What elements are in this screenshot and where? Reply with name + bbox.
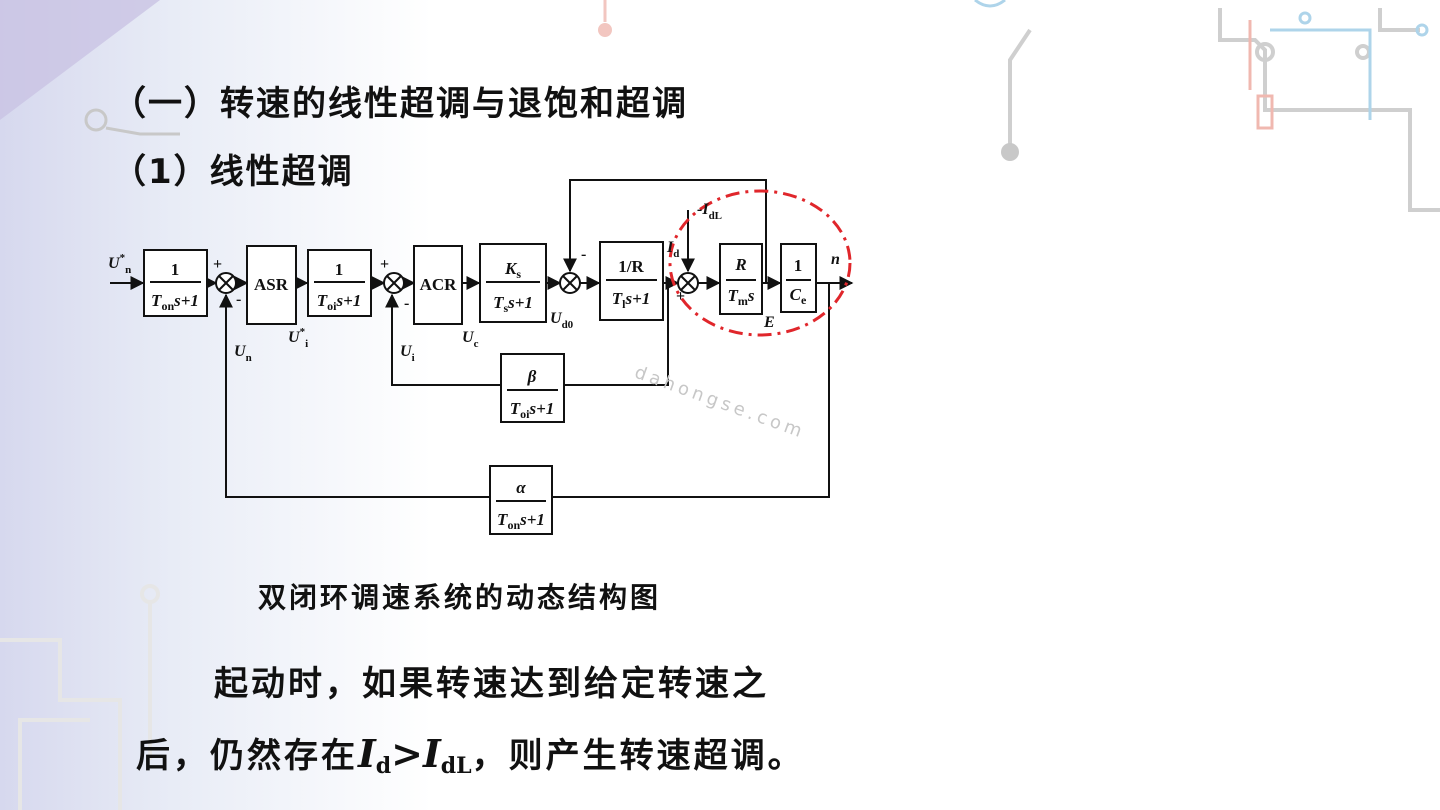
label-idl: -IdL [697,201,722,222]
svg-text:1: 1 [335,260,344,279]
label-un: Un [234,343,252,364]
block-asr: ASR [254,275,289,294]
block-mechanical: R Tms [727,255,754,308]
label-ui-star: U*i [288,326,308,350]
svg-text:1/R: 1/R [618,257,644,276]
svg-text:Tois+1: Tois+1 [510,399,555,421]
svg-text:Tls+1: Tls+1 [612,289,651,311]
block-acr: ACR [420,275,458,294]
highlight-ellipse [668,189,852,337]
sign-minus-3: - [581,246,586,263]
block-converter: Ks Tss+1 [493,259,533,315]
slide-title: （一）转速的线性超调与退饱和超调 [112,84,688,124]
block-fb-current: β Tois+1 [510,367,555,421]
label-ud0: Ud0 [550,310,574,331]
label-uc: Uc [462,329,479,350]
block-fb-speed: α Tons+1 [497,478,545,532]
label-un-star: U*n [108,252,131,276]
sign-plus-3: + [676,288,685,305]
label-n: n [831,251,840,268]
paragraph-line-1: 起动时，如果转速达到给定转速之 [214,664,769,704]
block-filter-in: 1 Tons+1 [151,260,199,313]
block-emf: 1 Ce [790,256,807,307]
block-diagram: 1 Tons+1 ASR 1 Tois+1 ACR Ks Tss+1 1/R T… [108,179,854,535]
diagram-caption: 双闭环调速系统的动态结构图 [258,581,662,614]
label-ui: Ui [400,343,415,364]
svg-text:Ks: Ks [504,259,521,281]
sign-plus-2: + [380,256,389,273]
svg-text:Tons+1: Tons+1 [497,510,545,532]
svg-text:β: β [527,367,537,386]
svg-text:Tois+1: Tois+1 [317,291,362,313]
svg-text:Ce: Ce [790,285,807,307]
block-filter-i: 1 Tois+1 [317,260,362,313]
block-armature: 1/R Tls+1 [612,257,651,311]
label-e: E [763,314,775,331]
slide-subtitle: （1）线性超调 [112,152,354,192]
sign-minus-2: - [404,295,409,312]
svg-text:1: 1 [794,256,803,275]
svg-text:α: α [516,478,526,497]
svg-text:Tms: Tms [727,286,754,308]
sign-minus-1: - [236,291,241,308]
paragraph-line-2: 后，仍然存在Id>IdL，则产生转速超调。 [136,731,805,779]
svg-text:1: 1 [171,260,180,279]
svg-text:Tons+1: Tons+1 [151,291,199,313]
sign-plus-1: + [213,256,222,273]
label-id: Id [666,239,679,260]
svg-text:R: R [734,255,746,274]
svg-text:Tss+1: Tss+1 [493,293,533,315]
